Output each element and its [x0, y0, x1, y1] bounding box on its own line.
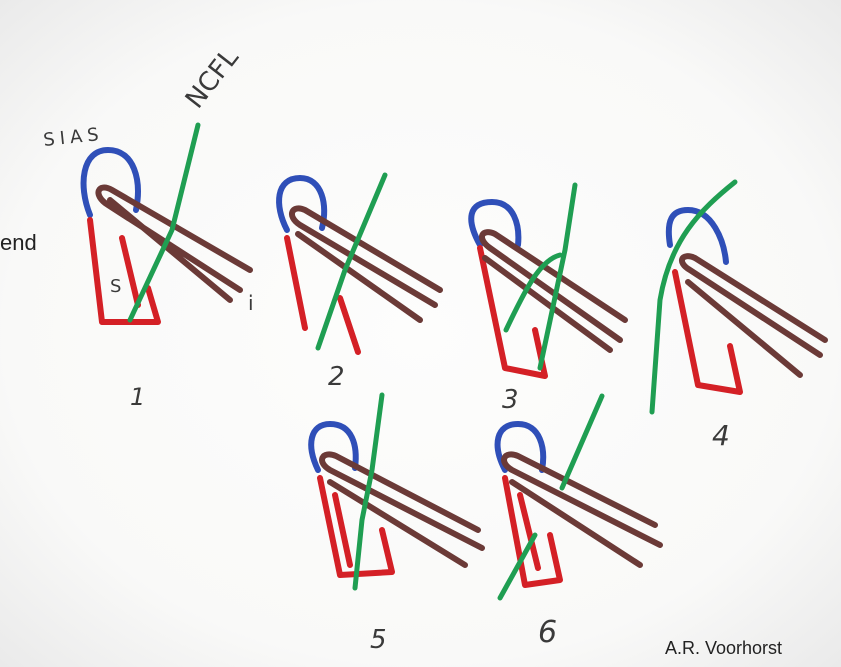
inguinal-ligament	[319, 451, 485, 568]
sartorius-muscle	[672, 269, 743, 395]
ncfl-label: NCFL	[180, 43, 245, 115]
figure-number-1: 1	[130, 383, 145, 411]
nerve-ncfl	[127, 122, 201, 323]
figure-number-3: 3	[502, 385, 519, 415]
nerve-ncfl	[315, 172, 388, 351]
variant-6	[494, 393, 663, 601]
sartorius-muscle	[317, 475, 395, 578]
nerve-ncfl	[497, 393, 605, 601]
inguinal-ligament	[289, 205, 443, 323]
variant-4	[649, 179, 828, 415]
sias-outline	[80, 147, 141, 218]
figure-number-6: 6	[538, 615, 557, 650]
sartorius-muscle	[502, 475, 563, 588]
figure-number-2: 2	[328, 362, 345, 392]
author-credit: A.R. Voorhorst	[665, 638, 783, 658]
sias-outline	[494, 421, 547, 473]
inguinal-ligament	[501, 451, 663, 568]
variant-5	[308, 392, 485, 591]
sias-outline	[468, 199, 522, 248]
inguinal-ligament	[479, 229, 628, 353]
figure-number-5: 5	[370, 625, 387, 655]
sias-outline	[276, 175, 328, 233]
sias-outline	[308, 421, 359, 473]
inguinal-ligament	[95, 184, 253, 303]
s-label: S	[110, 276, 121, 297]
variant-1	[80, 122, 253, 325]
nerve-ncfl	[649, 179, 738, 415]
variant-2	[276, 172, 443, 355]
sias-outline	[665, 207, 729, 265]
sias-label: SIAS	[42, 124, 104, 151]
i-label: i	[248, 291, 254, 315]
nerve-ncfl	[352, 392, 385, 591]
variant-3	[468, 182, 628, 379]
inguinal-ligament	[679, 253, 828, 378]
sartorius-muscle	[284, 235, 361, 355]
figure-number-4: 4	[712, 419, 730, 452]
sartorius-muscle	[477, 245, 548, 379]
nerve-ncfl	[503, 182, 578, 371]
side-text: end	[0, 230, 37, 255]
